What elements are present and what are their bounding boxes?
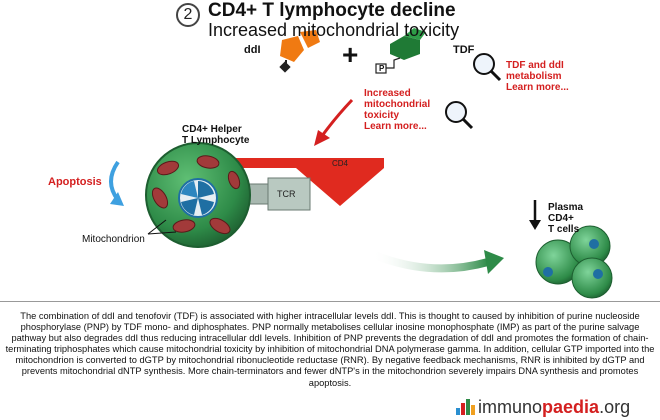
decline-arrow-icon xyxy=(529,200,541,230)
toxicity-learn-more: Learn more... xyxy=(364,121,427,132)
plasma-label: Plasma CD4+ T cells xyxy=(548,202,583,235)
metabolism-learn-more: Learn more... xyxy=(506,82,569,93)
toxicity-line: toxicity xyxy=(364,110,400,121)
brand-part: paedia xyxy=(542,397,600,417)
apoptosis-arrow xyxy=(109,160,124,206)
helper-line: T Lymphocyte xyxy=(182,135,250,146)
brand-part: .org xyxy=(599,397,631,417)
step-number-badge: 2 xyxy=(176,3,200,27)
flow-arrow xyxy=(370,250,504,274)
magnifier-icon[interactable] xyxy=(445,101,474,130)
plasma-t-cells xyxy=(535,225,613,299)
toxicity-link[interactable]: Increased mitochondrial toxicity Learn m… xyxy=(364,88,430,132)
mitochondrion-pointer xyxy=(147,219,177,235)
nucleus-icon xyxy=(178,178,218,218)
metabolism-line: TDF and ddI xyxy=(506,60,564,71)
mitochondrion-icon xyxy=(151,155,241,235)
tcr-receptor xyxy=(233,177,311,211)
brand-wordmark[interactable]: immunopaedia.org xyxy=(478,397,630,418)
brand-part: immuno xyxy=(478,397,543,417)
tdf-molecule-icon xyxy=(375,28,426,74)
plasma-line: CD4+ xyxy=(548,213,574,224)
caption-text: The combination of ddI and tenofovir (TD… xyxy=(0,301,660,401)
helper-line: CD4+ Helper xyxy=(182,124,242,135)
ddi-molecule-icon xyxy=(279,30,320,73)
mitochondrion-label: Mitochondrion xyxy=(82,234,145,245)
immunopaedia-logo-icon xyxy=(456,399,475,415)
plasma-line: T cells xyxy=(548,224,580,235)
cd4-label: CD4 xyxy=(332,159,349,168)
diagram: 2 CD4+ T lymphocyte decline Increased mi… xyxy=(48,0,613,299)
ddi-label: ddI xyxy=(244,44,261,56)
cd4-receptor xyxy=(208,158,384,206)
helper-cell-label: CD4+ Helper T Lymphocyte xyxy=(182,124,249,146)
toxicity-line: Increased xyxy=(364,88,411,99)
plasma-line: Plasma xyxy=(548,202,584,213)
toxicity-arrow xyxy=(314,98,354,146)
t-cell xyxy=(145,142,251,248)
diagram-graphics xyxy=(109,28,613,299)
apoptosis-label: Apoptosis xyxy=(48,176,102,188)
metabolism-line: metabolism xyxy=(506,71,562,82)
tdf-label: TDF xyxy=(453,44,475,56)
page-subtitle: Increased mitochondrial toxicity xyxy=(208,20,460,40)
plus-sign: + xyxy=(342,39,359,70)
tcr-label: TCR xyxy=(277,189,296,199)
toxicity-line: mitochondrial xyxy=(364,99,431,110)
magnifier-icon[interactable] xyxy=(473,53,502,82)
metabolism-link[interactable]: TDF and ddI metabolism Learn more... xyxy=(506,60,569,93)
phosphate-label: P xyxy=(379,64,385,73)
page-title: CD4+ T lymphocyte decline xyxy=(208,0,456,21)
